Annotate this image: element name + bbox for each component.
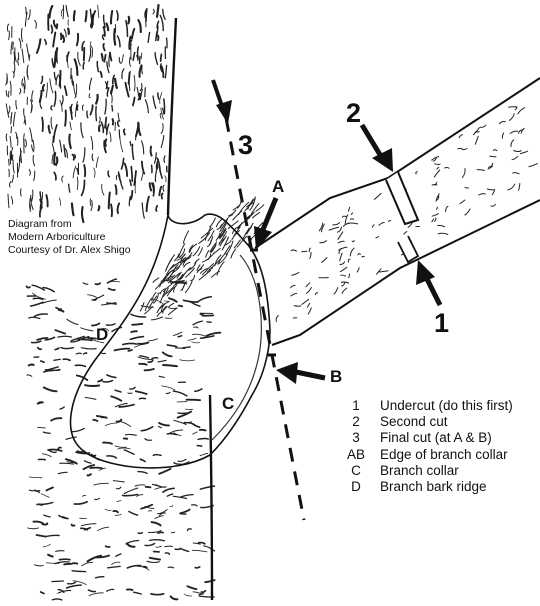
legend-row: AB Edge of branch collar (336, 447, 513, 463)
branch-lower-edge (271, 199, 540, 346)
legend-key: D (351, 479, 361, 495)
final-cut-line (224, 117, 306, 521)
legend-key: 3 (352, 430, 360, 446)
legend-key: 1 (352, 398, 360, 413)
label-point-a: A (272, 177, 285, 196)
branch-collar-outline (69, 213, 271, 469)
legend-key: 2 (352, 414, 360, 430)
branch-upper-edge (254, 77, 540, 249)
legend-row: D Branch bark ridge (336, 479, 513, 495)
arrow-point-a (254, 197, 279, 250)
collar-inner-edge (211, 254, 262, 441)
diagram-credit: Diagram from Modern Arboriculture Courte… (8, 218, 131, 257)
label-point-d: D (96, 325, 109, 344)
legend-text: Edge of branch collar (380, 446, 508, 462)
arrow-cut-2 (359, 123, 393, 172)
legend-row: C Branch collar (336, 463, 513, 479)
undercut-notch (397, 235, 420, 264)
legend-row: 3 Final cut (at A & B) (336, 430, 513, 446)
legend-text: Final cut (at A & B) (380, 430, 492, 446)
arrow-cut-1 (416, 260, 443, 307)
label-point-c: C (222, 394, 235, 413)
trunk-edge-upper (166, 17, 178, 216)
legend-row: 1 Undercut (do this first) (336, 398, 513, 414)
legend: 1 Undercut (do this first) 2 Second cut … (336, 398, 513, 495)
legend-text: Branch bark ridge (380, 479, 487, 495)
legend-text: Undercut (do this first) (380, 398, 513, 413)
label-cut-2: 2 (346, 98, 362, 128)
arrow-point-b (276, 362, 326, 384)
legend-key: AB (346, 446, 365, 462)
legend-text: Second cut (380, 414, 448, 430)
trunk-edge-lower (208, 394, 214, 601)
credit-line-3: Courtesy of Dr. Alex Shigo (8, 244, 131, 256)
legend-key: C (351, 462, 361, 478)
second-cut-notch (385, 171, 420, 226)
credit-line-1: Diagram from (8, 218, 72, 230)
label-point-b: B (330, 367, 343, 386)
label-cut-1: 1 (434, 308, 450, 338)
credit-line-2: Modern Arboriculture (8, 231, 106, 243)
legend-text: Branch collar (380, 462, 459, 478)
legend-row: 2 Second cut (336, 414, 513, 430)
bark-texture (5, 3, 538, 601)
label-cut-3: 3 (238, 130, 254, 160)
arrow-cut-3 (211, 79, 232, 124)
